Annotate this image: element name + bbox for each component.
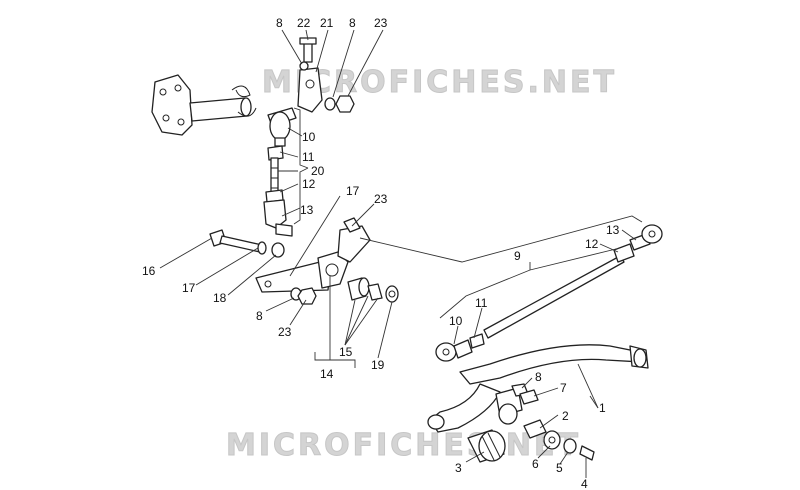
callout-5: 5 <box>556 461 563 475</box>
callout-17: 17 <box>346 184 360 198</box>
bracket-20 <box>293 107 309 225</box>
callout-4: 4 <box>581 477 588 490</box>
callout-7: 7 <box>560 381 567 395</box>
callout-23: 23 <box>374 16 388 30</box>
callout-2: 2 <box>562 409 569 423</box>
selector-lever <box>297 37 323 113</box>
bolt-pedal-4 <box>579 445 595 461</box>
callout-12: 12 <box>585 237 599 251</box>
callout-11: 11 <box>302 150 315 164</box>
nut-pedal-7 <box>519 389 539 405</box>
bolt-16 <box>209 229 267 255</box>
washer-pedal-5 <box>563 438 577 454</box>
nut-top <box>335 95 355 113</box>
callout-10: 10 <box>449 314 463 328</box>
callout-1: 1 <box>599 401 606 415</box>
callout-18: 18 <box>213 291 227 305</box>
selector-shaft-assembly <box>151 74 257 136</box>
callout-15: 15 <box>339 345 353 359</box>
bushing-pedal-2 <box>523 419 547 439</box>
vertical-linkage-rod <box>263 107 297 237</box>
callout-22: 22 <box>297 16 311 30</box>
long-gear-rod <box>435 224 663 362</box>
pedal-rubber <box>467 429 506 463</box>
callout-11: 11 <box>475 296 488 310</box>
callout-8: 8 <box>535 370 542 384</box>
washer-19 <box>385 285 399 303</box>
washer-top <box>324 97 336 111</box>
callout-8: 8 <box>276 16 283 30</box>
reference-line <box>359 215 643 263</box>
callout-23: 23 <box>374 192 388 206</box>
callout-numbers: 8 22 21 8 23 10 11 20 12 13 17 23 16 17 … <box>142 16 620 490</box>
bushings-15 <box>347 277 383 301</box>
callout-10: 10 <box>302 130 316 144</box>
callout-14: 14 <box>320 367 334 381</box>
washer-pedal-6 <box>543 430 561 450</box>
callout-6: 6 <box>532 457 539 471</box>
callout-13: 13 <box>300 203 314 217</box>
callout-9: 9 <box>514 249 521 263</box>
callout-16: 16 <box>142 264 156 278</box>
callout-3: 3 <box>455 461 462 475</box>
callout-13: 13 <box>606 223 620 237</box>
callout-20: 20 <box>311 164 325 178</box>
callout-17: 17 <box>182 281 196 295</box>
callout-21: 21 <box>320 16 334 30</box>
watermark-bottom: MICROFICHES.NET <box>226 428 581 463</box>
callout-8: 8 <box>349 16 356 30</box>
callout-8: 8 <box>256 309 263 323</box>
leader-lines <box>159 29 637 478</box>
intermediate-lever <box>255 217 371 293</box>
callout-12: 12 <box>302 177 316 191</box>
callout-19: 19 <box>371 358 385 372</box>
callout-23: 23 <box>278 325 292 339</box>
nut-lower-left <box>297 287 317 305</box>
gear-pedal <box>427 344 649 433</box>
